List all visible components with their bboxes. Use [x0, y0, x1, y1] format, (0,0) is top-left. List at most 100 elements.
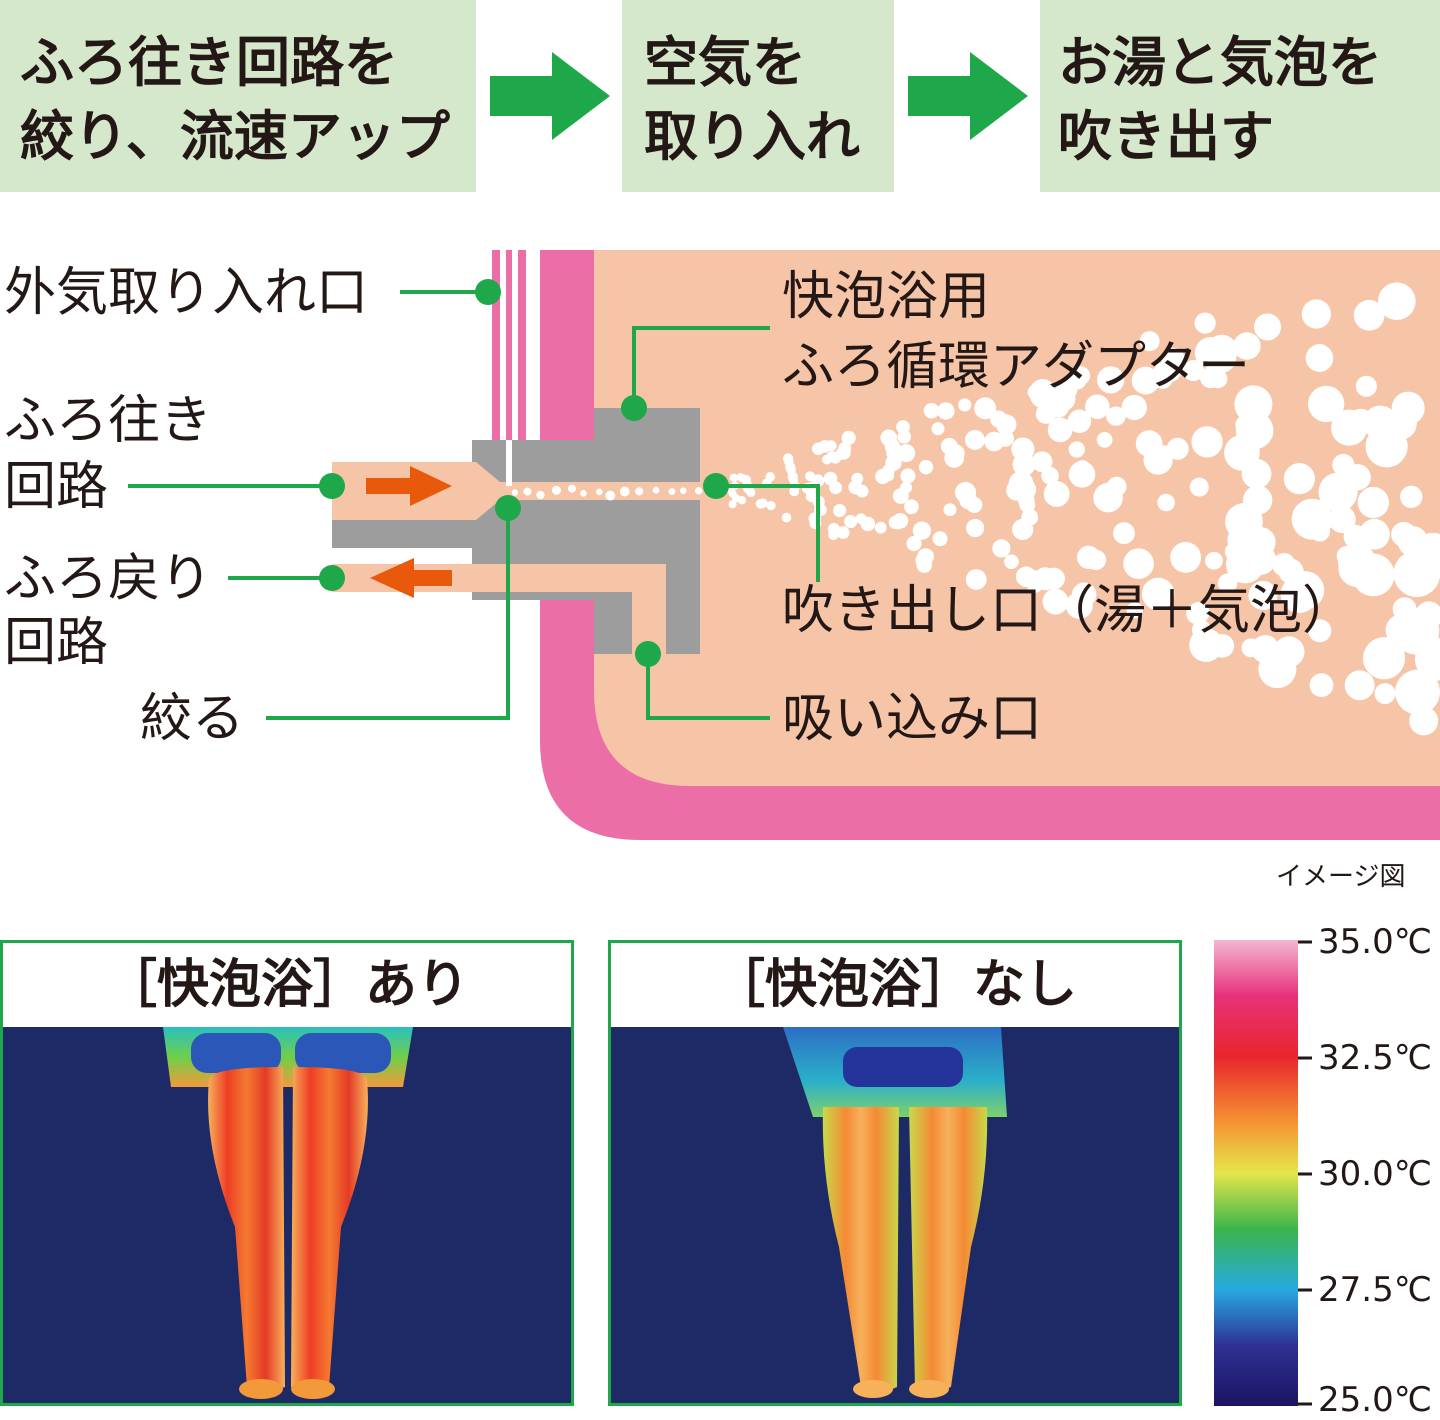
supply-label-1: ふろ往き [4, 391, 213, 451]
adapter-label-1: 快泡浴用 [782, 267, 991, 327]
bubble [536, 490, 545, 500]
bubble [965, 429, 985, 450]
bubble [1331, 409, 1368, 446]
bubble [1106, 406, 1126, 426]
bubble [1121, 394, 1147, 421]
bubble [882, 464, 895, 477]
bubble [1071, 464, 1095, 487]
adapter-label-2: ふろ循環アダプター [782, 337, 1251, 397]
bubble [989, 410, 1008, 428]
step-air: 空気を 取り入れ [622, 0, 894, 192]
flow-arrow-in-icon [366, 466, 452, 506]
bubble [984, 431, 1004, 452]
bubble [974, 397, 997, 420]
bubble [923, 402, 940, 419]
bubble [737, 495, 747, 505]
bubble [1393, 550, 1440, 598]
bubble [1283, 463, 1316, 495]
step-air-line2: 取り入れ [644, 105, 860, 168]
bubble [965, 569, 987, 590]
bubble [1224, 542, 1245, 562]
step-throttle-line2: 絞り、流速アップ [20, 105, 450, 168]
bubble [1248, 580, 1278, 610]
bubble [729, 473, 738, 482]
bubble [954, 481, 977, 503]
bubble [946, 444, 965, 463]
bubble [1113, 522, 1135, 545]
bubble [932, 531, 948, 547]
bubble [1254, 423, 1274, 443]
adapter-dot [621, 395, 647, 421]
bubble [668, 488, 676, 496]
bubble [1012, 453, 1036, 477]
bubble [805, 471, 815, 482]
bubble [855, 513, 867, 525]
bubble [781, 512, 792, 523]
scale-tick-32-5: 32.5℃ [1318, 1038, 1432, 1078]
bubble [1065, 591, 1093, 619]
bubble [897, 429, 912, 444]
panel-without-bubbles: ［快泡浴］なし [608, 940, 1182, 1406]
bubble [874, 521, 887, 534]
bubble [1008, 471, 1034, 496]
bubble [1280, 575, 1318, 614]
thermal-image-without [611, 1027, 1179, 1403]
bubble [605, 490, 616, 501]
bubble [652, 486, 660, 494]
step-discharge-line1: お湯と気泡を [1058, 31, 1382, 94]
air-intake-dot [475, 279, 501, 305]
bubble [1157, 493, 1175, 512]
bubble [1374, 683, 1396, 705]
bubble [1355, 375, 1377, 397]
bubble [841, 430, 856, 446]
adapter-body [332, 408, 700, 654]
bubble [1343, 524, 1368, 549]
step-arrow-icon [908, 52, 1028, 140]
bubble [1254, 313, 1282, 341]
bubble [937, 402, 955, 420]
bubble [833, 503, 847, 518]
suction-label: 吸い込み口 [782, 689, 1043, 749]
bubble [844, 514, 858, 528]
bubble [1056, 379, 1078, 401]
bubble [1338, 548, 1377, 588]
bubble [758, 498, 768, 508]
bubble [912, 521, 932, 540]
bubble [828, 529, 839, 541]
bubble [812, 442, 825, 455]
bubble [835, 448, 847, 460]
scale-tick-35: 35.0℃ [1318, 922, 1432, 962]
bubble [1035, 403, 1057, 424]
bubble [728, 489, 737, 498]
bubble [1204, 341, 1237, 374]
throttle-dot [495, 495, 521, 521]
step-throttle: ふろ往き回路を 絞り、流速アップ [0, 0, 476, 192]
air-intake-label: 外気取り入れ口 [4, 263, 369, 323]
bubble [848, 480, 863, 495]
bubble [1131, 366, 1160, 395]
bubble [635, 487, 644, 496]
bubble [1189, 477, 1209, 497]
bubble [1328, 505, 1356, 534]
bubble [916, 557, 933, 573]
bubble [1391, 521, 1417, 547]
temperature-scale-bar [1214, 940, 1312, 1406]
supply-label-2: 回路 [4, 457, 109, 517]
bubble [1359, 518, 1390, 550]
bubble [1272, 553, 1296, 577]
scale-tick-30: 30.0℃ [1318, 1154, 1432, 1194]
bubble [1191, 620, 1211, 640]
bubble [765, 472, 776, 482]
bubble [1085, 394, 1110, 420]
bubble [1042, 588, 1069, 615]
bubble [1377, 282, 1416, 321]
bubble [901, 446, 915, 460]
bubble [1233, 332, 1261, 360]
bubble [1205, 551, 1223, 570]
bubble [1210, 634, 1235, 658]
bubble [567, 484, 576, 493]
bubble [1415, 601, 1440, 629]
return-label-1: ふろ戻り [4, 549, 213, 609]
bubble [1141, 577, 1175, 611]
bubble [1309, 673, 1334, 698]
